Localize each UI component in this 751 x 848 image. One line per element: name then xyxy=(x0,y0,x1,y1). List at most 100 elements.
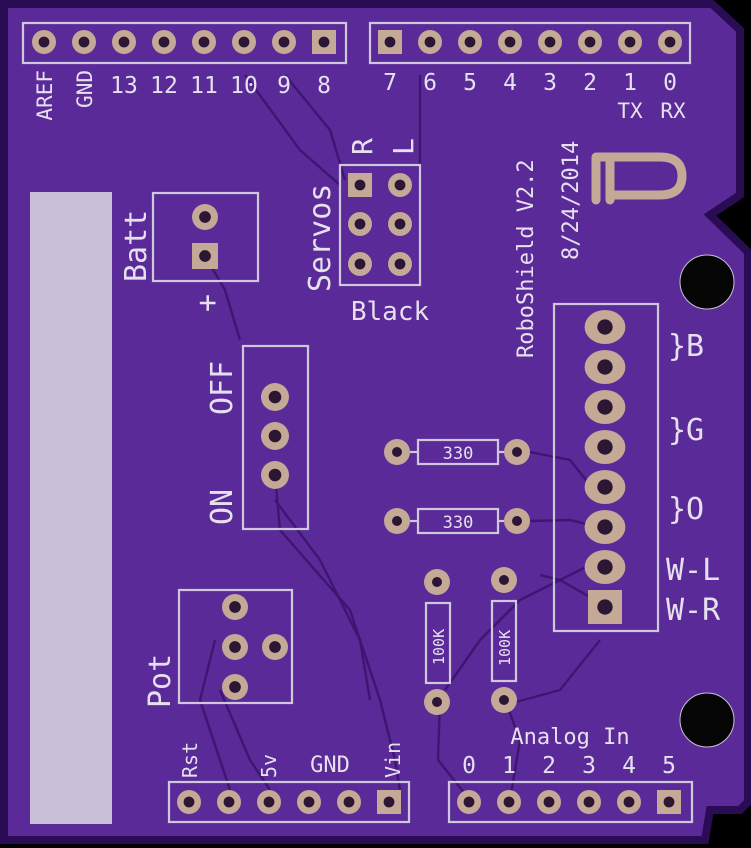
resistor-r3-value: 100K xyxy=(430,629,448,665)
header-analog-label: 2 xyxy=(542,753,556,779)
board-date: 8/24/2014 xyxy=(559,141,584,260)
header-top-right-label: 5 xyxy=(463,70,477,96)
conn-b-label: }B xyxy=(668,329,704,364)
conn-wr-label: W-R xyxy=(666,593,721,628)
servo-pad xyxy=(388,173,412,197)
servo-pads xyxy=(348,173,412,276)
switch-pads xyxy=(261,383,289,489)
header-top-left-label: 13 xyxy=(110,73,138,99)
conn-o-label: }O xyxy=(668,492,704,527)
header-top-right-pad xyxy=(498,30,522,54)
header-top-right-label: 0 xyxy=(663,70,677,96)
right-connector-pad xyxy=(584,350,626,384)
servo-pad xyxy=(388,252,412,276)
servo-r-label: R xyxy=(346,138,379,155)
header-top-right-label: 2 xyxy=(583,70,597,96)
header-bottom-left-pads xyxy=(177,790,401,814)
header-top-right-pad xyxy=(458,30,482,54)
resistor-r1: 330 xyxy=(384,438,530,466)
pot-pads xyxy=(222,594,288,700)
servo-black-label: Black xyxy=(351,297,430,327)
servo-pad xyxy=(348,252,372,276)
header-top-left-pad xyxy=(272,30,296,54)
pot-label: Pot xyxy=(143,654,178,708)
header-top-right-pad xyxy=(578,30,602,54)
header-top-right-pads xyxy=(378,30,682,54)
header-top-left-pad xyxy=(232,30,256,54)
header-top-left-outline xyxy=(21,21,348,65)
header-top-right-label: 6 xyxy=(423,70,437,96)
header-analog-pad xyxy=(537,790,561,814)
rst-label: Rst xyxy=(178,742,202,778)
batt-plus-label: + xyxy=(190,294,225,312)
header-analog-label: 4 xyxy=(622,753,636,779)
switch-on-label: ON xyxy=(205,489,240,525)
header-analog-pad xyxy=(497,790,521,814)
header-analog-pad xyxy=(457,790,481,814)
header-top-left-label: 8 xyxy=(317,73,331,99)
resistor-r2-value: 330 xyxy=(443,513,474,533)
switch-outline xyxy=(241,344,310,531)
header-bottom-left-pad xyxy=(177,790,201,814)
vin-label: Vin xyxy=(381,742,405,778)
resistor-r4: 100K xyxy=(490,567,518,713)
header-top-right-pad xyxy=(618,30,642,54)
servo-pad xyxy=(388,212,412,236)
header-top-left-pads xyxy=(32,30,336,54)
header-top-right-label: 4 xyxy=(503,70,517,96)
header-top-left-label: 9 xyxy=(277,73,291,99)
right-connector-pads xyxy=(584,310,626,624)
mount-hole-top xyxy=(679,254,735,310)
resistor-r3: 100K xyxy=(424,569,452,715)
header-top-left-pad xyxy=(192,30,216,54)
switch-off-label: OFF xyxy=(205,361,240,415)
silk-label-area xyxy=(30,192,112,824)
right-connector-pad xyxy=(584,390,626,424)
analog-title: Analog In xyxy=(510,725,629,750)
switch-pad xyxy=(261,422,289,450)
servo-pad xyxy=(348,173,372,197)
right-connector-pad xyxy=(584,510,626,544)
right-connector-pad xyxy=(584,310,626,344)
header-top-left-label: 11 xyxy=(190,73,218,99)
rx-label: RX xyxy=(660,99,686,123)
switch-pad xyxy=(261,461,289,489)
servos-label: Servos xyxy=(303,184,338,292)
header-analog-label: 1 xyxy=(502,753,516,779)
header-top-left-label: GND xyxy=(73,70,97,108)
header-top-right-pad xyxy=(538,30,562,54)
header-analog-pad xyxy=(617,790,641,814)
header-top-right-label: 1 xyxy=(623,70,637,96)
conn-wl-label: W-L xyxy=(666,553,720,588)
right-connector-pad xyxy=(584,470,626,504)
header-analog-outline xyxy=(447,780,694,824)
header-top-left-pad xyxy=(312,30,336,54)
right-connector-outline xyxy=(552,302,660,633)
header-top-left-label: 10 xyxy=(230,73,258,99)
pot-pad xyxy=(222,594,248,620)
pot-pad xyxy=(222,674,248,700)
header-top-right-pad xyxy=(378,30,402,54)
pot-pad xyxy=(222,634,248,660)
header-analog-label: 3 xyxy=(582,753,596,779)
resistor-r4-value: 100K xyxy=(496,630,514,666)
header-bottom-left-pad xyxy=(377,790,401,814)
v5-label: 5v xyxy=(257,754,281,778)
header-top-left-pad xyxy=(32,30,56,54)
header-top-right-pad xyxy=(418,30,442,54)
conn-g-label: }G xyxy=(668,413,704,448)
tx-label: TX xyxy=(617,99,643,123)
header-top-left-label: 12 xyxy=(150,73,178,99)
batt-outline xyxy=(151,191,260,283)
header-bottom-left-outline xyxy=(167,780,411,824)
header-analog-pad xyxy=(577,790,601,814)
header-top-left-pad xyxy=(112,30,136,54)
header-top-left-pad xyxy=(72,30,96,54)
header-top-right-outline xyxy=(368,21,692,65)
header-top-right-label: 7 xyxy=(383,70,397,96)
batt-label: Batt xyxy=(119,210,154,282)
